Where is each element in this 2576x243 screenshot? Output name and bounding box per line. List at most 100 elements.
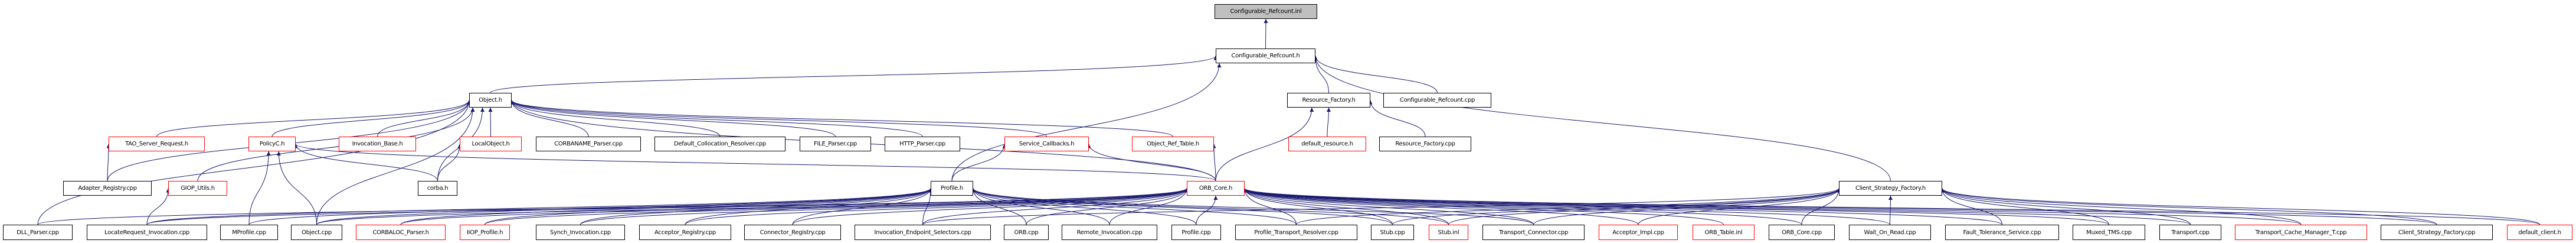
edge-stub_inl-to-client_strategy_factory_h (1448, 188, 1841, 225)
edge-connector_registry_cpp-to-orb_core_h (792, 188, 1189, 225)
edge-profile_h-to-service_callbacks_h (951, 144, 1007, 182)
node-label: LocalObject.h (472, 141, 510, 147)
graph-node-wait-on-read-cpp[interactable]: Wait_On_Read.cpp (1849, 225, 1931, 240)
graph-node-client-strategy-factory-h[interactable]: Client_Strategy_Factory.h (1839, 181, 1942, 196)
node-label: Transport.cpp (2171, 229, 2210, 236)
graph-node-stub-cpp[interactable]: Stub.cpp (1371, 225, 1414, 240)
node-label: Object_Ref_Table.h (1147, 141, 1199, 147)
graph-node-orb-cpp[interactable]: ORB.cpp (1004, 225, 1049, 240)
node-label: Stub.inl (1438, 229, 1459, 236)
edge-orb_cpp-to-profile_h (971, 188, 1027, 225)
node-label: ORB_Table.inl (1704, 229, 1743, 236)
graph-node-connector-registry-cpp[interactable]: Connector_Registry.cpp (744, 225, 841, 240)
edge-transport_cpp-to-orb_core_h (1242, 188, 2191, 225)
edge-iiop_profile_h-to-profile_h (485, 188, 933, 225)
edge-orb_core_h-to-service_callbacks_h (1086, 144, 1216, 182)
graph-node-cr-h[interactable]: Configurable_Refcount.h (1216, 48, 1315, 63)
edge-orb_core_h-to-policyc_h (293, 144, 1216, 182)
node-label: Profile.cpp (1181, 229, 1211, 236)
edge-giop_utils_h-to-object_h (197, 107, 475, 182)
edge-profile_cpp-to-profile_h (971, 188, 1197, 225)
node-label: Connector_Registry.cpp (760, 229, 826, 236)
edge-orb_cpp-to-orb_core_h (1026, 188, 1189, 225)
graph-node-remote-invocation-cpp[interactable]: Remote_Invocation.cpp (1062, 225, 1157, 240)
node-label: Default_Collocation_Resolver.cpp (674, 141, 766, 147)
node-label: ORB_Core.h (1199, 185, 1233, 192)
graph-node-orb-table-inl[interactable]: ORB_Table.inl (1693, 225, 1755, 240)
graph-node-fault-tolerance-service-cpp[interactable]: Fault_Tolerance_Service.cpp (1945, 225, 2059, 240)
graph-node-localobject-h[interactable]: LocalObject.h (460, 137, 522, 151)
node-label: Stub.cpp (1380, 229, 1405, 236)
graph-node-client-strategy-factory-cpp[interactable]: Client_Strategy_Factory.cpp (2381, 225, 2493, 240)
edge-corbaname_parser_cpp-to-object_h (509, 100, 589, 137)
graph-node-profile-h[interactable]: Profile.h (931, 181, 973, 196)
graph-node-corbaloc-parser-h[interactable]: CORBALOC_Parser.h (356, 225, 446, 240)
graph-node-iiop-profile-h[interactable]: IIOP_Profile.h (460, 225, 510, 240)
edge-connector_registry_cpp-to-profile_h (792, 188, 933, 225)
edge-acceptor_impl_cpp-to-orb_core_h (1242, 188, 1639, 225)
graph-node-giop-utils-h[interactable]: GIOP_Utils.h (168, 181, 227, 196)
graph-node-mprofile-cpp[interactable]: MProfile.cpp (220, 225, 278, 240)
edge-object_h-to-cr_h (490, 56, 1218, 93)
graph-node-orb-core-h[interactable]: ORB_Core.h (1187, 181, 1245, 196)
graph-node-adapter-registry-cpp[interactable]: Adapter_Registry.cpp (63, 181, 152, 196)
graph-node-synch-invocation-cpp[interactable]: Synch_Invocation.cpp (536, 225, 625, 240)
graph-node-file-parser-cpp[interactable]: FILE_Parser.cpp (800, 137, 871, 151)
graph-node-stub-inl[interactable]: Stub.inl (1429, 225, 1468, 240)
node-label: CORBANAME_Parser.cpp (554, 141, 623, 147)
graph-node-corba-h[interactable]: corba.h (418, 181, 457, 196)
edge-profile_transport_resolver_cpp-to-orb_core_h (1242, 188, 1297, 225)
node-label: TAO_Server_Request.h (125, 141, 188, 147)
graph-node-object-h[interactable]: Object.h (469, 93, 512, 108)
graph-node-default-collocation-resolver-cpp[interactable]: Default_Collocation_Resolver.cpp (654, 137, 785, 151)
graph-node-locaterequest-invocation-cpp[interactable]: LocateRequest_Invocation.cpp (87, 225, 207, 240)
graph-node-cr-cpp[interactable]: Configurable_Refcount.cpp (1383, 93, 1491, 108)
node-label: CORBALOC_Parser.h (372, 229, 429, 236)
graph-node-tao-server-request-h[interactable]: TAO_Server_Request.h (109, 137, 205, 151)
node-label: HTTP_Parser.cpp (899, 141, 945, 147)
edge-locaterequest_invocation_cpp-to-profile_h (146, 188, 933, 225)
node-label: Profile_Transport_Resolver.cpp (1254, 229, 1338, 236)
node-label: Resource_Factory.cpp (1395, 141, 1455, 147)
edge-locaterequest_invocation_cpp-to-giop_utils_h (146, 188, 171, 225)
graph-node-invocation-endpoint-selectors-cpp[interactable]: Invocation_Endpoint_Selectors.cpp (855, 225, 991, 240)
graph-node-transport-connector-cpp[interactable]: Transport_Connector.cpp (1482, 225, 1585, 240)
graph-node-default-client-h[interactable]: default_client.h (2507, 225, 2572, 240)
graph-node-transport-cache-manager-t-cpp[interactable]: Transport_Cache_Manager_T.cpp (2235, 225, 2367, 240)
edge-client_strategy_factory_cpp-to-client_strategy_factory_h (1940, 188, 2437, 225)
edge-stub_cpp-to-profile_h (971, 188, 1393, 225)
graph-node-profile-transport-resolver-cpp[interactable]: Profile_Transport_Resolver.cpp (1235, 225, 1357, 240)
edge-tao_server_request_h-to-object_h (156, 100, 472, 137)
graph-node-service-callbacks-h[interactable]: Service_Callbacks.h (1004, 137, 1089, 151)
graph-node-dll-parser-cpp[interactable]: DLL_Parser.cpp (3, 225, 73, 240)
graph-node-transport-cpp[interactable]: Transport.cpp (2159, 225, 2221, 240)
edge-dll_parser_cpp-to-orb_core_h (37, 188, 1189, 225)
edge-orb_core_h-to-resource_factory_h (1215, 107, 1314, 182)
graph-node-muxed-tms-cpp[interactable]: Muxed_TMS.cpp (2073, 225, 2145, 240)
graph-node-invocation-base-h[interactable]: Invocation_Base.h (339, 137, 416, 151)
node-label: Fault_Tolerance_Service.cpp (1963, 229, 2041, 236)
edge-adapter_registry_cpp-to-tao_server_request_h (106, 144, 111, 182)
edge-profile_transport_resolver_cpp-to-profile_h (971, 188, 1297, 225)
graph-node-acceptor-registry-cpp[interactable]: Acceptor_Registry.cpp (639, 225, 731, 240)
graph-node-object-ref-table-h[interactable]: Object_Ref_Table.h (1132, 137, 1214, 151)
edge-stub_cpp-to-orb_core_h (1242, 188, 1393, 225)
node-label: Profile.h (941, 185, 963, 192)
graph-node-acceptor-impl-cpp[interactable]: Acceptor_Impl.cpp (1599, 225, 1678, 240)
node-label: MProfile.cpp (232, 229, 266, 236)
graph-node-orb-core-cpp[interactable]: ORB_Core.cpp (1769, 225, 1835, 240)
graph-node-http-parser-cpp[interactable]: HTTP_Parser.cpp (885, 137, 960, 151)
node-label: Wait_On_Read.cpp (1864, 229, 1916, 236)
graph-node-resource-factory-cpp[interactable]: Resource_Factory.cpp (1379, 137, 1471, 151)
graph-node-policyc-h[interactable]: PolicyC.h (248, 137, 296, 151)
graph-node-corbaname-parser-cpp[interactable]: CORBANAME_Parser.cpp (536, 137, 641, 151)
edge-corbaloc_parser_h-to-orb_core_h (400, 188, 1189, 225)
graph-node-resource-factory-h[interactable]: Resource_Factory.h (1287, 93, 1370, 108)
node-label: Client_Strategy_Factory.h (1855, 185, 1926, 192)
graph-node-profile-cpp[interactable]: Profile.cpp (1171, 225, 1221, 240)
graph-node-object-cpp[interactable]: Object.cpp (291, 225, 342, 240)
edge-default_client_h-to-orb_core_h (1242, 188, 2540, 225)
graph-node-default-resource-h[interactable]: default_resource.h (1288, 137, 1366, 151)
edge-transport_cpp-to-client_strategy_factory_h (1940, 188, 2191, 225)
edge-acceptor_registry_cpp-to-orb_core_h (685, 188, 1189, 225)
